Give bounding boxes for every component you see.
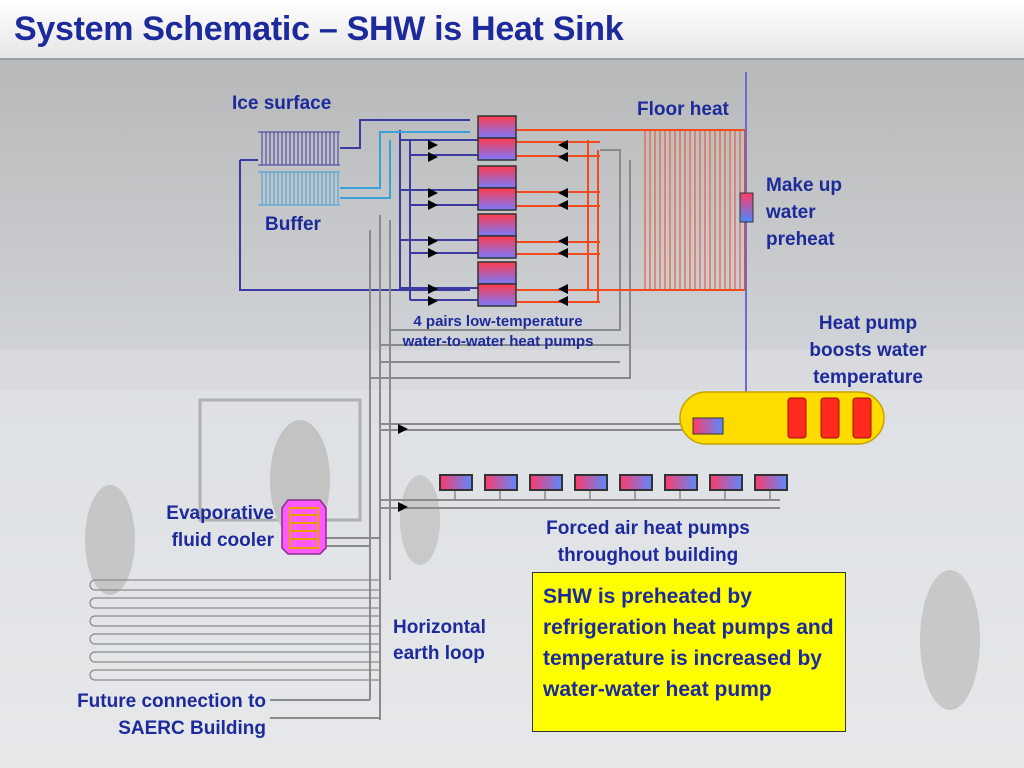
forced-air-unit xyxy=(709,474,743,491)
forced-air-label: Forced air heat pumps throughout buildin… xyxy=(546,518,750,566)
make-up-preheat-exchanger xyxy=(739,192,754,223)
shw-note-box: SHW is preheated by refrigeration heat p… xyxy=(532,572,846,732)
buffer-piping xyxy=(340,131,470,199)
valve-icon xyxy=(558,140,568,150)
forced-air-unit xyxy=(664,474,698,491)
valve-icon xyxy=(558,188,568,198)
tank-heating-element xyxy=(787,397,807,439)
heat-pump-unit xyxy=(477,283,517,307)
buffer-coil xyxy=(258,171,340,206)
valve-icon xyxy=(558,200,568,210)
shw-tank xyxy=(679,391,885,445)
ice-surface-coil xyxy=(258,131,340,166)
forced-air-unit xyxy=(529,474,563,491)
heat-pump-unit xyxy=(477,137,517,161)
heat-pump-unit xyxy=(477,261,517,285)
tank-heating-element xyxy=(820,397,840,439)
valve-icon xyxy=(558,248,568,258)
valve-icon xyxy=(558,152,568,162)
evaporative-cooler-label: Evaporative fluid cooler xyxy=(166,503,274,551)
valve-icon xyxy=(558,296,568,306)
heat-pump-boost-label: Heat pump boosts water temperature xyxy=(809,313,927,388)
forced-air-unit xyxy=(619,474,653,491)
valve-icon xyxy=(428,140,438,150)
heat-pump-unit xyxy=(477,165,517,189)
valve-icon xyxy=(558,284,568,294)
heat-pump-unit xyxy=(477,187,517,211)
buffer-label: Buffer xyxy=(265,214,321,235)
floor-heat-label: Floor heat xyxy=(637,99,729,120)
valve-icon xyxy=(398,424,408,434)
valves-cold-side xyxy=(398,140,438,512)
forced-air-heat-pumps xyxy=(439,474,788,491)
forced-air-unit xyxy=(754,474,788,491)
tank-heat-exchanger xyxy=(692,417,724,435)
heat-pumps-pairs-label: 4 pairs low-temperature water-to-water h… xyxy=(402,313,594,350)
floor-heat-coil xyxy=(644,130,741,290)
valve-icon xyxy=(428,188,438,198)
valve-icon xyxy=(428,296,438,306)
forced-air-unit xyxy=(439,474,473,491)
horizontal-earth-loop xyxy=(89,579,380,681)
valves-hot-side xyxy=(558,140,568,306)
valve-icon xyxy=(558,236,568,246)
header-bar xyxy=(0,0,1024,60)
ice-surface-label: Ice surface xyxy=(232,93,332,114)
forced-air-piping xyxy=(454,490,771,500)
valve-icon xyxy=(428,200,438,210)
valve-icon xyxy=(428,152,438,162)
evaporative-cooler-icon xyxy=(281,499,327,555)
forced-air-unit xyxy=(574,474,608,491)
future-connection-label: Future connection to SAERC Building xyxy=(77,691,266,739)
heat-pump-unit xyxy=(477,213,517,237)
valve-icon xyxy=(398,502,408,512)
heat-pump-unit xyxy=(477,115,517,139)
water-to-water-heat-pumps xyxy=(477,115,517,307)
forced-air-unit xyxy=(484,474,518,491)
page-title: System Schematic – SHW is Heat Sink xyxy=(14,10,624,48)
heat-pump-unit xyxy=(477,235,517,259)
valve-icon xyxy=(428,284,438,294)
horizontal-earth-loop-label: Horizontal earth loop xyxy=(393,617,486,664)
ground-loop-piping xyxy=(270,149,780,720)
tank-heating-element xyxy=(852,397,872,439)
cold-side-piping xyxy=(239,119,478,301)
valve-icon xyxy=(428,236,438,246)
valve-icon xyxy=(428,248,438,258)
make-up-water-label: Make up water preheat xyxy=(766,175,843,250)
